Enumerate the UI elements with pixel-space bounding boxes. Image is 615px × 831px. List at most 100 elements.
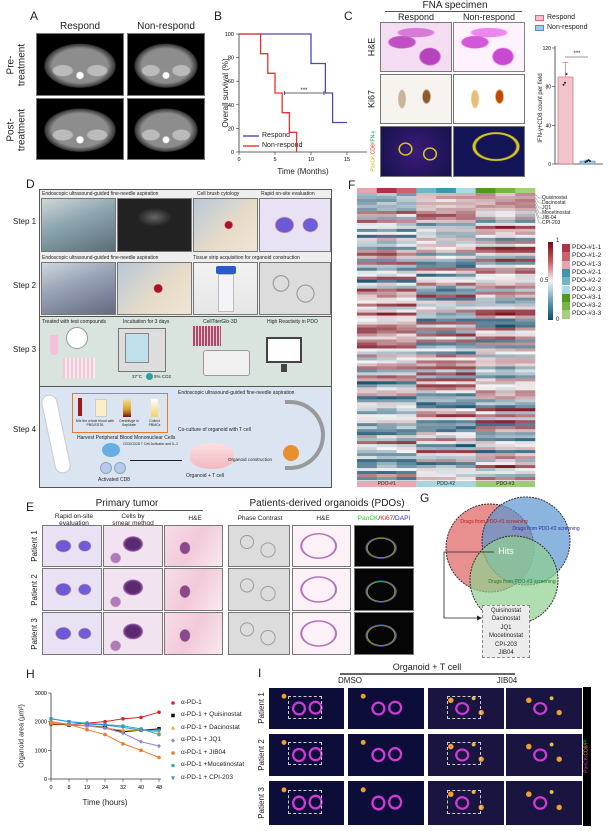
heatmap-cell — [357, 222, 378, 227]
heatmap-cell — [475, 222, 496, 227]
heatmap-cell — [455, 435, 476, 439]
heatmap-cell — [376, 321, 397, 325]
temperature-label: 37°C — [132, 374, 143, 379]
heatmap-cell — [455, 423, 476, 427]
heatmap-cell — [376, 195, 397, 200]
heatmap-cell — [357, 351, 378, 355]
heatmap-cell — [357, 330, 378, 334]
drug-label: Quisinostat — [542, 195, 568, 201]
heatmap-cell — [495, 393, 516, 397]
heatmap-cell — [495, 423, 516, 427]
heatmap-cell — [357, 270, 378, 275]
panel-label-d: D — [26, 177, 35, 191]
step1-caption: Endoscopic ultrasound-guided fine-needle… — [42, 191, 159, 197]
monitor-icon — [266, 337, 302, 363]
heatmap-cell — [416, 396, 437, 400]
title-underline — [60, 510, 203, 511]
heatmap-cell — [475, 210, 496, 215]
heatmap-cell — [416, 348, 437, 352]
heatmap-cell — [495, 306, 516, 310]
zoomed-if-image — [505, 780, 583, 826]
heatmap-cell — [475, 198, 496, 203]
heatmap-cell — [436, 309, 457, 313]
heatmap-cell — [515, 279, 536, 283]
heatmap-cell — [396, 465, 417, 469]
heatmap-cell — [436, 348, 457, 352]
heatmap-cell — [416, 255, 437, 260]
heatmap-cell — [475, 426, 496, 430]
heatmap-cell — [495, 198, 516, 203]
heatmap-cell — [495, 411, 516, 415]
legend-swatch — [562, 302, 570, 311]
arrow-icon — [130, 460, 182, 461]
heatmap-cell — [396, 321, 417, 325]
rose-image — [259, 198, 331, 252]
heatmap-cell — [436, 342, 457, 346]
activated-cd8-label: Activated CD8 — [98, 477, 130, 483]
heatmap-cell — [475, 342, 496, 346]
heatmap-cell — [396, 402, 417, 406]
heatmap-cell — [357, 465, 378, 469]
heatmap-cell — [376, 459, 397, 463]
pbmc-tube-icon — [151, 399, 158, 417]
heatmap-group-bar — [416, 481, 476, 487]
heatmap-cell — [396, 387, 417, 391]
colorbar-min: 0 — [556, 317, 560, 323]
heatmap-cell — [475, 312, 496, 316]
heatmap-cell — [436, 462, 457, 466]
heatmap-cell — [376, 312, 397, 316]
heatmap-cell — [376, 213, 397, 218]
heatmap-cell — [515, 243, 536, 248]
heatmap-cell — [396, 381, 417, 385]
heatmap-cell — [376, 405, 397, 409]
heatmap-cell — [396, 471, 417, 475]
drug-label: JQ1 — [542, 205, 552, 211]
heatmap-cell — [376, 207, 397, 212]
heatmap-cell — [475, 297, 496, 301]
heatmap-cell — [376, 246, 397, 251]
heatmap-cell — [515, 387, 536, 391]
heatmap-cell — [416, 387, 437, 391]
legend-swatch — [562, 293, 570, 303]
heatmap-cell — [396, 441, 417, 445]
heatmap-cell — [396, 315, 417, 319]
heatmap-cell — [416, 294, 437, 298]
heatmap-cell — [376, 237, 397, 242]
heatmap-group-label: PDO-#1 — [377, 480, 396, 487]
heatmap-cell — [515, 471, 536, 475]
heatmap-cell — [515, 321, 536, 325]
heatmap-cell — [416, 246, 437, 251]
heatmap-cell — [455, 276, 476, 280]
heatmap-cell — [396, 210, 417, 215]
heatmap-cell — [376, 297, 397, 301]
heatmap-cell — [455, 426, 476, 430]
heatmap-cell — [416, 381, 437, 385]
heatmap-cell — [396, 342, 417, 346]
he-image — [164, 568, 223, 611]
heatmap-cell — [495, 258, 516, 263]
heatmap-cell — [475, 462, 496, 466]
heatmap-cell — [436, 372, 457, 376]
immunofluorescence-image — [354, 568, 414, 611]
heatmap-cell — [515, 369, 536, 373]
colorbar-mid: 0.5 — [540, 278, 549, 284]
heatmap-cell — [455, 321, 476, 325]
heatmap-cell — [495, 225, 516, 230]
heatmap-cell — [455, 300, 476, 304]
heatmap-cell — [416, 315, 437, 319]
heatmap-cell — [495, 201, 516, 206]
heatmap-cell — [436, 441, 457, 445]
heatmap-cell — [416, 375, 437, 379]
heatmap-cell — [495, 282, 516, 286]
heatmap-cell — [416, 459, 437, 463]
heatmap-cell — [475, 249, 496, 254]
heatmap-cell — [515, 213, 536, 218]
pdo-he-image — [292, 525, 351, 567]
panel-label-f: F — [348, 178, 356, 192]
heatmap-cell — [436, 360, 457, 364]
heatmap-cell — [396, 216, 417, 221]
heatmap-cell — [436, 408, 457, 412]
heatmap-cell — [396, 273, 417, 278]
cd8-cell-icon — [114, 462, 126, 474]
